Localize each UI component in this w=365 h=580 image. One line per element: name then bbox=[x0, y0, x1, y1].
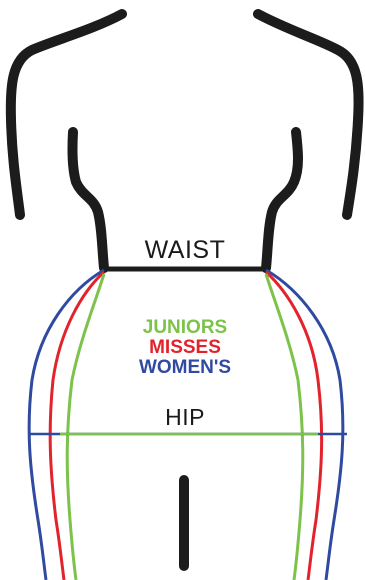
torso-right-outline bbox=[258, 14, 359, 215]
misses-left-curve bbox=[50, 272, 104, 580]
juniors-right-curve bbox=[266, 274, 303, 580]
legend-juniors: JUNIORS bbox=[110, 318, 260, 338]
left-side-curve bbox=[72, 132, 104, 268]
womens-left-curve bbox=[29, 270, 104, 580]
right-side-curve bbox=[266, 132, 298, 268]
womens-right-curve bbox=[266, 270, 343, 580]
legend-womens: WOMEN'S bbox=[110, 358, 260, 378]
juniors-left-curve bbox=[67, 274, 104, 580]
misses-right-curve bbox=[266, 272, 322, 580]
size-legend: JUNIORS MISSES WOMEN'S bbox=[110, 318, 260, 378]
legend-misses: MISSES bbox=[110, 338, 260, 358]
waist-label: WAIST bbox=[120, 236, 250, 265]
hip-label: HIP bbox=[135, 404, 235, 431]
torso-left-outline bbox=[11, 14, 122, 215]
